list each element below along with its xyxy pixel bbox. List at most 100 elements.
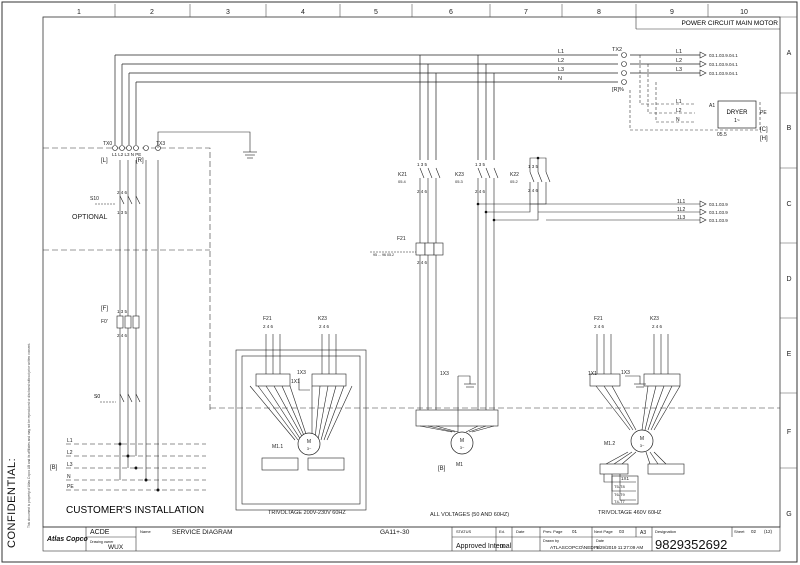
drawn-by: ATLASCOPCO\NEDPA <box>550 545 601 551</box>
cust-line-n: N <box>67 474 71 480</box>
col-label-6: 6 <box>449 9 453 16</box>
left-k23-pins: 2 4 6 <box>319 324 330 329</box>
f21-ref: 95 ... 96 05.2 <box>373 253 394 257</box>
dryer-label: DRYER <box>727 110 749 116</box>
m1-label: M1 <box>456 462 463 468</box>
confidential-label: CONFIDENTIAL: <box>6 457 18 548</box>
motor-m12-label: M1.2 <box>604 441 615 447</box>
motor-m11-label: M1.1 <box>272 444 283 450</box>
link-t5-t8: T5-T8 <box>614 484 625 489</box>
motor-m1-phase: 3~ <box>460 445 465 450</box>
k22-pins-bot: 2 4 6 <box>528 188 539 193</box>
dryer-box <box>717 100 757 129</box>
k21-pins-bot: 2 4 6 <box>417 189 428 194</box>
k21-ref: 05.4 <box>398 179 407 184</box>
out-ref-3: 03.1.03.9.04.1 <box>709 71 738 76</box>
company-label: ACDE <box>90 529 110 536</box>
tx0-terminal-labels: L1 L2 L3 N PE <box>112 152 141 157</box>
designation-label: Designation <box>655 529 676 534</box>
status-label: STATUS <box>456 529 472 534</box>
right-tx1: 1X1 <box>588 371 597 377</box>
dryer-pe: PE <box>760 110 767 116</box>
f0-label: F0' <box>101 319 108 325</box>
cust-line-l1: L1 <box>67 438 73 444</box>
date2-label: Date <box>596 539 604 543</box>
right-f21: F21 <box>594 316 603 322</box>
inner-frame <box>42 16 781 528</box>
col-label-2: 2 <box>150 9 154 16</box>
col-label-8: 8 <box>597 9 601 16</box>
out-label-l1: L1 <box>676 49 682 55</box>
date2-value: 1/29/2019 11:27:09 AM <box>596 545 643 550</box>
out-1l1: 1L1 <box>677 199 686 205</box>
k22-ref: 05.2 <box>510 179 519 184</box>
motor-m12-phase: 3~ <box>640 443 645 448</box>
ed-value: 00 <box>500 544 506 550</box>
row-label-b: B <box>787 125 792 132</box>
k23-ref: 05.3 <box>455 179 464 184</box>
out-ref-2: 03.1.03.9.04.1 <box>709 62 738 67</box>
f0-pins-bot: 2 4 6 <box>117 333 128 338</box>
right-tx1-bottom: 1X1 <box>621 476 630 481</box>
bus-label-l1: L1 <box>558 49 564 55</box>
row-label-g: G <box>786 511 791 518</box>
prev-page-label: Prev. Page <box>543 529 563 534</box>
r-tag-top: [R]% <box>612 87 624 93</box>
f-tag: [F] <box>101 306 108 312</box>
bus-label-l3: L3 <box>558 67 564 73</box>
sheet-label: Sheet <box>734 529 745 534</box>
bus-label-l2: L2 <box>558 58 564 64</box>
bus-label-n: N <box>558 76 562 82</box>
s10-pins-bot: 1 3 5 <box>117 210 128 215</box>
k21-label: K21 <box>398 172 407 178</box>
dryer-line-l1: L1 <box>676 99 682 105</box>
row-label-a: A <box>787 50 792 57</box>
col-label-3: 3 <box>226 9 230 16</box>
link-t6-t9: T6-T9 <box>614 492 625 497</box>
out-1l3: 1L3 <box>677 215 686 221</box>
r-tag: [R] <box>136 158 144 164</box>
row-label-f: F <box>787 429 791 436</box>
col-label-4: 4 <box>301 9 305 16</box>
right-k23-pins: 2 4 6 <box>652 324 663 329</box>
f0-fuses <box>116 315 140 329</box>
row-label-e: E <box>787 351 792 358</box>
k22-pins-top: 1 3 5 <box>528 164 539 169</box>
drawing-owner: WUX <box>108 544 124 551</box>
right-detail-wiring <box>589 334 685 505</box>
prev-page: 01 <box>572 529 578 534</box>
row-label-d: D <box>786 276 791 283</box>
left-detail-wiring <box>235 334 367 511</box>
row-label-c: C <box>786 201 791 208</box>
motor-m1-m: M <box>460 438 464 444</box>
cust-line-pe: PE <box>67 484 74 490</box>
k21-pins-top: 1 3 5 <box>417 162 428 167</box>
title-block <box>42 526 781 552</box>
out-ref-1: 03.1.03.9.04.1 <box>709 53 738 58</box>
next-page: 03 <box>619 529 625 534</box>
drawing-owner-label: Drawing owner <box>90 540 114 544</box>
sheet-number: 02 <box>751 529 757 534</box>
col-label-1: 1 <box>77 9 81 16</box>
cust-line-l2: L2 <box>67 450 73 456</box>
motor-m11-m: M <box>307 439 311 445</box>
motor-m1-2 <box>630 429 654 453</box>
optional-label: OPTIONAL <box>72 214 108 221</box>
model-name: GA11+-30 <box>380 529 410 536</box>
mid-caption: ALL VOLTAGES (50 AND 60HZ) <box>430 512 509 518</box>
paper-size: A3 <box>640 530 646 536</box>
s10-label: S10 <box>90 196 99 202</box>
date-label: Date <box>516 529 525 534</box>
dryer-tag: A1 <box>709 103 715 109</box>
name-label: Name <box>140 529 151 534</box>
right-tx3: 1X3 <box>621 370 630 376</box>
dryer-ref: 05.5 <box>717 132 727 138</box>
f21-pins: 2 4 6 <box>417 260 428 265</box>
column-header <box>43 4 780 18</box>
right-k23: K23 <box>650 316 659 322</box>
f21-overload <box>415 242 444 256</box>
left-k23: K23 <box>318 316 327 322</box>
customers-installation-label: CUSTOMER'S INSTALLATION <box>66 505 204 516</box>
